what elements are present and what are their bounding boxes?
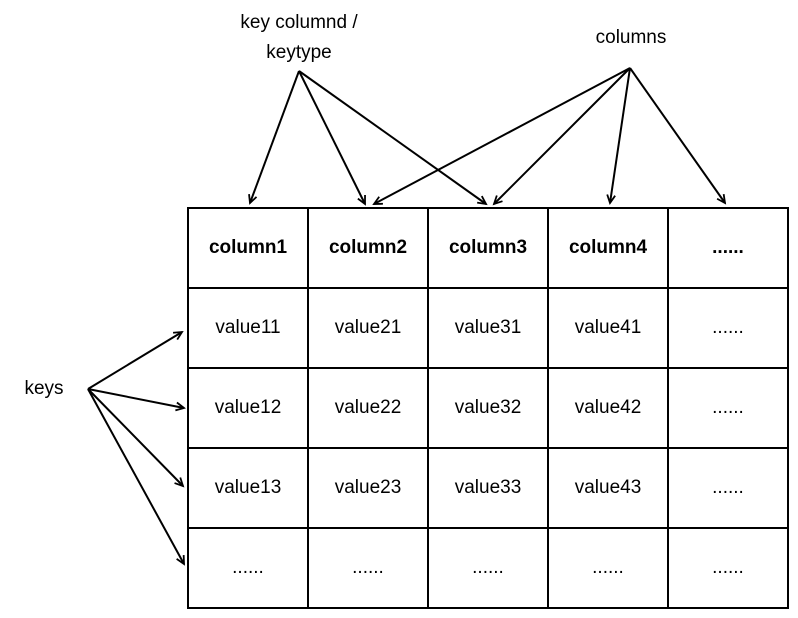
table-cell: ...... (667, 447, 789, 529)
key-columnd-keytype-label: key columnd / keytype (240, 8, 357, 68)
table-row: value13 value23 value33 value43 ...... (187, 447, 789, 529)
column1-header: column1 (187, 207, 309, 289)
table-cell: value22 (307, 367, 429, 449)
table-cell: value11 (187, 287, 309, 369)
table-row: ...... ...... ...... ...... ...... (187, 527, 789, 609)
data-table: column1 column2 column3 column4 ...... v… (187, 207, 789, 609)
table-cell: value41 (547, 287, 669, 369)
table-cell: value12 (187, 367, 309, 449)
keys-label-arrows (87, 330, 186, 566)
table-row: value12 value22 value32 value42 ...... (187, 367, 789, 449)
column2-header: column2 (307, 207, 429, 289)
table-cell: value21 (307, 287, 429, 369)
column3-header: column3 (427, 207, 549, 289)
table-cell: value23 (307, 447, 429, 529)
table-cell: ...... (427, 527, 549, 609)
table-cell: ...... (667, 527, 789, 609)
key-label-line2: keytype (266, 42, 332, 63)
keys-label: keys (24, 378, 64, 399)
table-cell: value13 (187, 447, 309, 529)
table-cell: ...... (667, 287, 789, 369)
table-cell: value33 (427, 447, 549, 529)
columns-label: columns (595, 27, 667, 48)
columns-label-arrows (372, 67, 727, 206)
table-row: value11 value21 value31 value41 ...... (187, 287, 789, 369)
table-cell: value31 (427, 287, 549, 369)
table-cell: ...... (187, 527, 309, 609)
table-cell: value32 (427, 367, 549, 449)
column4-header: column4 (547, 207, 669, 289)
table-cell: value43 (547, 447, 669, 529)
table-cell: ...... (667, 367, 789, 449)
key-label-arrows (248, 70, 488, 206)
header-row: column1 column2 column3 column4 ...... (187, 207, 789, 289)
column5-header: ...... (667, 207, 789, 289)
key-label-line1: key columnd / (240, 12, 358, 33)
table-cell: value42 (547, 367, 669, 449)
table-cell: ...... (307, 527, 429, 609)
table-cell: ...... (547, 527, 669, 609)
